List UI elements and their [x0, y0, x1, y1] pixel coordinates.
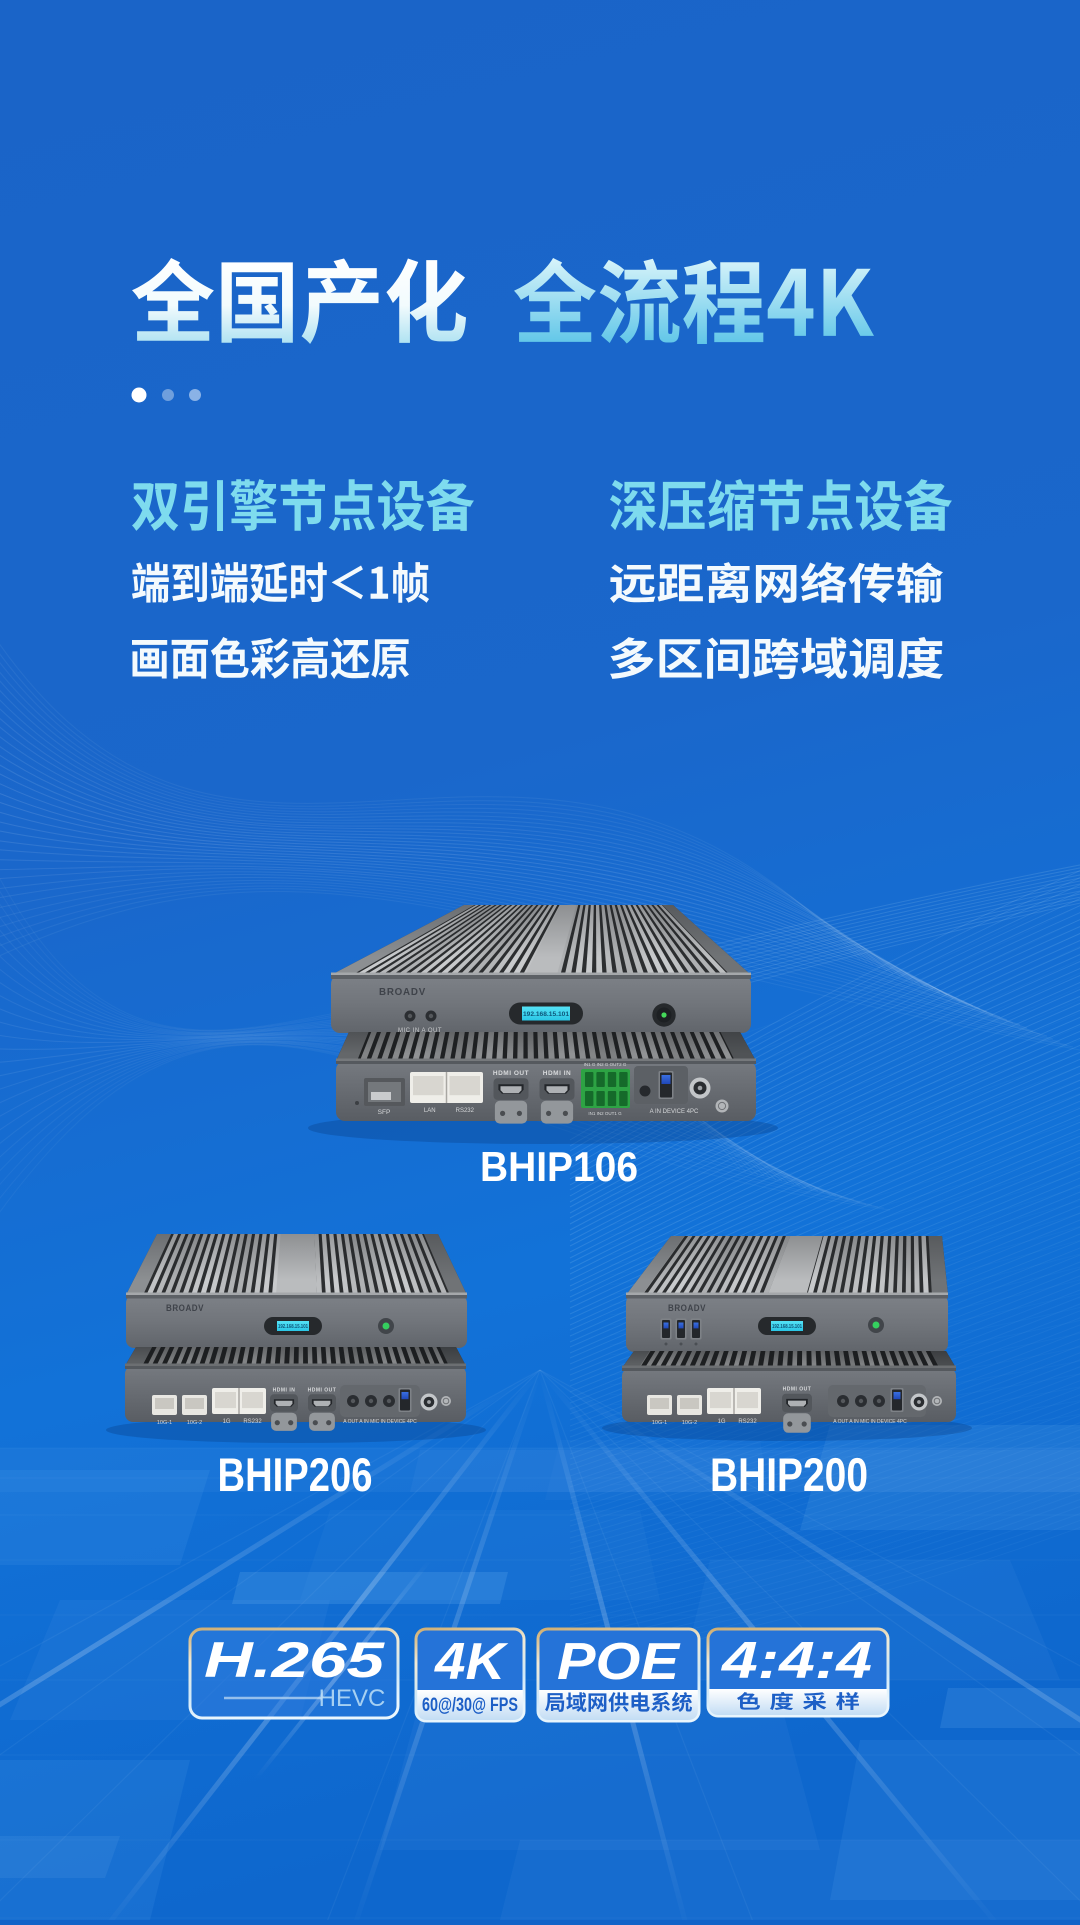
svg-text:HDMI OUT: HDMI OUT [308, 1387, 337, 1393]
svg-text:H.265: H.265 [204, 1632, 386, 1688]
svg-text:BROADV: BROADV [379, 987, 426, 998]
svg-text:A OUT A IN MIC IN DEVICE 4PC: A OUT A IN MIC IN DEVICE 4PC [833, 1419, 907, 1425]
svg-text:SFP: SFP [378, 1109, 391, 1116]
svg-text:192.168.15.101: 192.168.15.101 [278, 1324, 308, 1330]
svg-text:HDMI IN: HDMI IN [543, 1070, 571, 1077]
svg-text:BHIP206: BHIP206 [218, 1448, 373, 1501]
svg-text:BROADV: BROADV [166, 1303, 204, 1313]
svg-text:10G-2: 10G-2 [187, 1420, 202, 1426]
svg-text:IN1 IN2 OUT1 G: IN1 IN2 OUT1 G [588, 1111, 622, 1116]
svg-text:192.168.15.101: 192.168.15.101 [772, 1324, 802, 1330]
svg-text:HDMI IN: HDMI IN [273, 1387, 296, 1393]
svg-text:LAN: LAN [424, 1108, 436, 1114]
svg-text:BHIP106: BHIP106 [480, 1143, 638, 1190]
svg-text:RS232: RS232 [243, 1419, 262, 1425]
svg-text:HEVC: HEVC [319, 1685, 386, 1712]
svg-text:60@/30@ FPS: 60@/30@ FPS [422, 1695, 518, 1716]
svg-text:HDMI OUT: HDMI OUT [783, 1387, 812, 1393]
svg-text:1G: 1G [718, 1419, 726, 1425]
svg-text:RS232: RS232 [456, 1108, 475, 1114]
svg-text:IN1 G IN2 G OUT2 G: IN1 G IN2 G OUT2 G [584, 1062, 627, 1067]
svg-text:192.168.15.101: 192.168.15.101 [523, 1011, 569, 1018]
svg-text:10G-1: 10G-1 [157, 1420, 172, 1426]
svg-text:10G-1: 10G-1 [652, 1420, 667, 1426]
svg-text:HDMI OUT: HDMI OUT [493, 1070, 529, 1077]
svg-text:1G: 1G [223, 1419, 231, 1425]
svg-text:10G-2: 10G-2 [682, 1420, 697, 1426]
svg-text:A OUT A IN MIC IN DEVICE 4PC: A OUT A IN MIC IN DEVICE 4PC [343, 1419, 417, 1425]
svg-text:A IN DEVICE 4PC: A IN DEVICE 4PC [650, 1109, 699, 1115]
svg-text:4:4:4: 4:4:4 [721, 1632, 872, 1690]
svg-text:POE: POE [557, 1633, 680, 1691]
svg-text:RS232: RS232 [738, 1419, 757, 1425]
svg-text:BROADV: BROADV [668, 1303, 706, 1313]
svg-text:MIC IN A OUT: MIC IN A OUT [398, 1028, 442, 1034]
svg-text:BHIP200: BHIP200 [710, 1448, 868, 1501]
svg-text:4K: 4K [434, 1633, 509, 1691]
